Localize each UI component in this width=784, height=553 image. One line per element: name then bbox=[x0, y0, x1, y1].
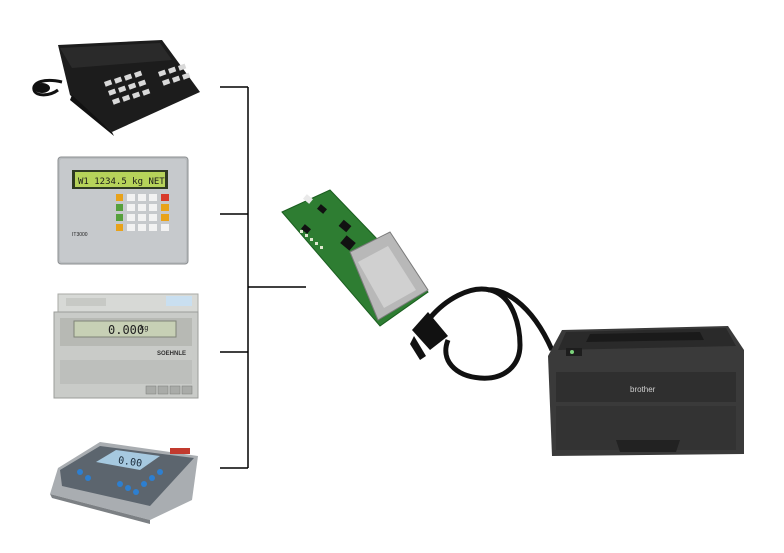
soehnle-brand: SOEHNLE bbox=[157, 351, 186, 357]
it3000-device: W1 1234.5 kg NET IT3000 bbox=[57, 156, 189, 265]
it3000-display: W1 1234.5 kg NET bbox=[78, 177, 165, 187]
printer-brand: brother bbox=[630, 385, 656, 394]
bus-lines bbox=[220, 86, 306, 469]
soehnle-device: 0.000 kg SOEHNLE bbox=[53, 293, 199, 399]
interface-board bbox=[281, 189, 429, 327]
terminal-keypad-device bbox=[32, 40, 200, 136]
it3000-keys bbox=[116, 194, 169, 231]
printer-device: brother bbox=[548, 326, 744, 456]
soehnle-display: 0.000 bbox=[108, 323, 144, 337]
it3000-badge: IT3000 bbox=[72, 232, 88, 238]
soehnle-unit: kg bbox=[140, 324, 148, 332]
indicator-display: 0.00 bbox=[117, 455, 142, 469]
printer-cable bbox=[410, 286, 555, 381]
weighing-indicator-device: 0.00 bbox=[50, 442, 198, 524]
